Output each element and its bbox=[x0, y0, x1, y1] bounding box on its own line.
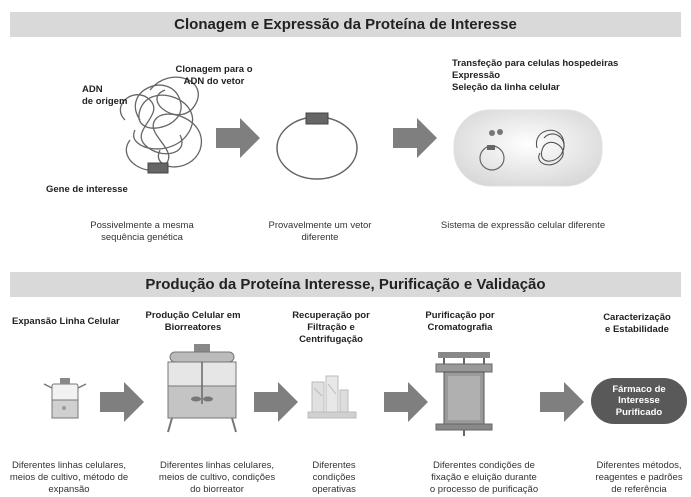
step-line: Produção Celular em bbox=[145, 310, 241, 321]
step-line: Cromatografia bbox=[427, 322, 493, 333]
section2-caption-1: Diferentes linhas celulares, meios de cu… bbox=[0, 460, 138, 496]
caption-line: o processo de purificação bbox=[429, 484, 539, 495]
gene-label: Gene de interesse bbox=[46, 184, 128, 195]
section2-caption-3: Diferentes condições operativas bbox=[298, 460, 370, 496]
adn-label-line1: ADN bbox=[82, 84, 103, 95]
step-line: Centrifugação bbox=[299, 334, 363, 345]
section1-caption-3: Sistema de expressão celular diferente bbox=[440, 220, 606, 231]
caption-line: Diferentes linhas celulares, bbox=[159, 460, 275, 471]
filtration-centrifuge-icon bbox=[307, 375, 357, 419]
clonagem-label-line1: Clonagem para o bbox=[175, 64, 253, 75]
step-line: Recuperação por bbox=[292, 310, 370, 321]
step-producao-label: Produção Celular em Biorreatores bbox=[138, 310, 248, 334]
step-purificacao-label: Purificação por Cromatografia bbox=[415, 310, 505, 334]
caption-line: condições bbox=[312, 472, 356, 483]
step-line: e Estabilidade bbox=[605, 324, 669, 335]
clonagem-label: Clonagem para o ADN do vetor bbox=[168, 64, 260, 88]
step-line: Filtração e bbox=[307, 322, 355, 333]
step-recuperacao-label: Recuperação por Filtração e Centrifugaçã… bbox=[286, 310, 376, 346]
adn-label-line2: de origem bbox=[82, 96, 128, 107]
transfecao-line1: Transfeção para celulas hospedeiras bbox=[452, 58, 619, 69]
step-caracterizacao-label: Caracterização e Estabilidade bbox=[592, 312, 682, 336]
section1-caption-1: Possivelmente a mesma sequência genética bbox=[72, 220, 212, 244]
transfecao-label: Transfeção para celulas hospedeiras Expr… bbox=[452, 58, 682, 94]
caption-line: Diferentes métodos, bbox=[596, 460, 682, 471]
section1-caption-2: Provavelmente um vetor diferente bbox=[250, 220, 390, 244]
section2-title: Produção da Proteína Interesse, Purifica… bbox=[145, 276, 546, 293]
final-product-line: Interesse bbox=[618, 395, 660, 407]
final-product-pill: Fármaco de Interesse Purificado bbox=[591, 378, 687, 424]
section1-title-banner: Clonagem e Expressão da Proteína de Inte… bbox=[10, 12, 681, 37]
caption-line: Diferentes condições de bbox=[433, 460, 535, 471]
arrow-right-icon bbox=[254, 382, 298, 422]
arrow-right-icon bbox=[100, 382, 144, 422]
section2-title-banner: Produção da Proteína Interesse, Purifica… bbox=[10, 272, 681, 297]
transfecao-line2: Expressão bbox=[452, 70, 501, 81]
final-product-line: Purificado bbox=[615, 406, 663, 418]
step-line: Biorreatores bbox=[164, 322, 222, 333]
caption-line: Diferentes linhas celulares, bbox=[11, 460, 127, 471]
dna-tangle-icon bbox=[119, 76, 203, 174]
arrow-right-icon bbox=[384, 382, 428, 422]
adn-label: ADN de origem bbox=[82, 84, 127, 108]
arrow-right-icon bbox=[216, 118, 260, 158]
arrow-right-icon bbox=[540, 382, 584, 422]
step-line: Purificação por bbox=[425, 310, 495, 321]
culture-flask-icon bbox=[43, 378, 87, 419]
caption-line: Possivelmente a mesma bbox=[90, 220, 194, 231]
section2-caption-4: Diferentes condições de fixação e eluiçã… bbox=[414, 460, 554, 496]
caption-line: fixação e eluição durante bbox=[431, 472, 537, 483]
final-product-line: Fármaco de bbox=[612, 383, 666, 395]
caption-line: Diferentes bbox=[312, 460, 356, 471]
transfecao-line3: Seleção da linha celular bbox=[452, 82, 560, 93]
caption-line: diferente bbox=[301, 232, 339, 243]
section2-caption-2: Diferentes linhas celulares, meios de cu… bbox=[146, 460, 288, 496]
chromatography-column-icon bbox=[435, 352, 493, 436]
step-line: Caracterização bbox=[603, 312, 671, 323]
caption-line: Provavelmente um vetor bbox=[268, 220, 372, 231]
section2-caption-5: Diferentes métodos, reagentes e padrões … bbox=[588, 460, 690, 496]
host-cell-icon bbox=[453, 109, 603, 187]
step-expansao-label: Expansão Linha Celular bbox=[12, 316, 120, 327]
caption-line: meios de cultivo, método de bbox=[9, 472, 129, 483]
clonagem-label-line2: ADN do vetor bbox=[183, 76, 245, 87]
caption-line: expansão bbox=[48, 484, 90, 495]
arrow-right-icon bbox=[393, 118, 437, 158]
section1-title: Clonagem e Expressão da Proteína de Inte… bbox=[174, 16, 517, 33]
plasmid-vector-icon bbox=[276, 112, 358, 180]
bioreactor-icon bbox=[167, 344, 237, 433]
caption-line: do biorreator bbox=[190, 484, 244, 495]
caption-line: sequência genética bbox=[101, 232, 183, 243]
caption-line: reagentes e padrões bbox=[595, 472, 683, 483]
caption-line: de referência bbox=[611, 484, 667, 495]
caption-line: meios de cultivo, condições bbox=[158, 472, 276, 483]
caption-line: operativas bbox=[312, 484, 356, 495]
